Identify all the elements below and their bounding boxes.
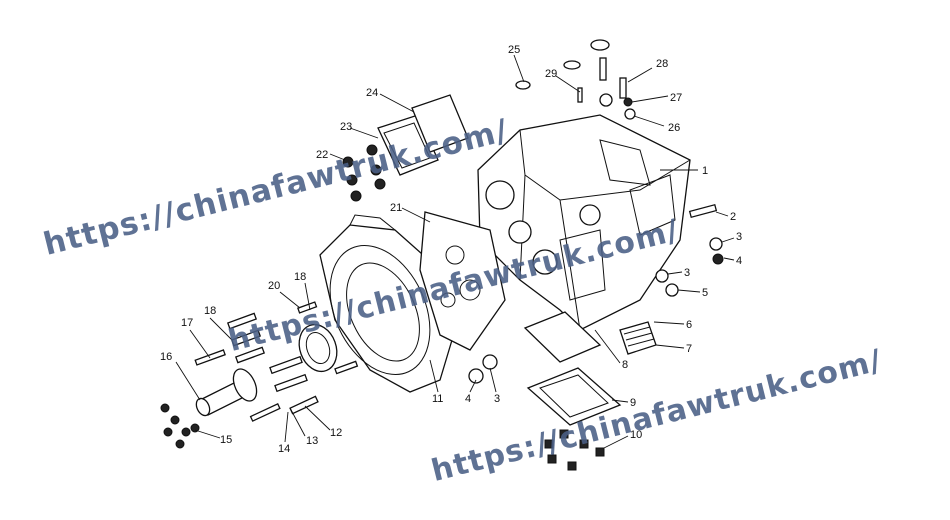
callout-labels: 1 2 3 4 3 5 6 7 8 9 10 11 4 3 12 13 14 1…	[160, 44, 742, 455]
callout-25: 25	[508, 44, 520, 56]
callout-5: 5	[702, 287, 708, 299]
callout-20: 20	[268, 280, 280, 292]
callout-11: 11	[432, 393, 443, 405]
mounting-bolts	[160, 301, 359, 449]
name-plate	[619, 321, 657, 355]
callout-10: 10	[630, 429, 642, 441]
callout-27: 27	[670, 92, 682, 104]
nut-set	[342, 144, 386, 202]
callout-17: 17	[181, 317, 193, 329]
housing-gasket	[419, 211, 506, 351]
callout-2: 2	[730, 211, 736, 223]
callout-15: 15	[220, 434, 232, 446]
callout-16: 16	[160, 351, 172, 363]
callout-28: 28	[656, 58, 668, 70]
callout-13: 13	[306, 435, 318, 447]
callout-3a: 3	[736, 231, 742, 243]
callout-1: 1	[702, 165, 708, 177]
callout-4b: 4	[465, 393, 471, 405]
callout-9: 9	[630, 397, 636, 409]
leader-lines	[175, 54, 735, 449]
callout-23: 23	[340, 121, 352, 133]
callout-6: 6	[686, 319, 692, 331]
bottom-cover	[523, 311, 622, 426]
callout-18b: 18	[294, 271, 306, 283]
callout-3c: 3	[494, 393, 500, 405]
side-plugs	[468, 203, 724, 384]
top-covers	[377, 94, 469, 176]
callout-29: 29	[545, 68, 557, 80]
seal-ring	[298, 323, 338, 373]
callout-7: 7	[686, 343, 692, 355]
callout-21: 21	[390, 202, 402, 214]
callout-22: 22	[316, 149, 328, 161]
callout-4a: 4	[736, 255, 742, 267]
callout-24: 24	[366, 87, 378, 99]
top-fittings	[515, 39, 636, 120]
callout-3b: 3	[684, 267, 690, 279]
callout-26: 26	[668, 122, 680, 134]
input-shaft	[195, 368, 258, 417]
callout-8: 8	[622, 359, 628, 371]
callout-12: 12	[330, 427, 342, 439]
callout-18a: 18	[204, 305, 216, 317]
transmission-housing	[477, 114, 691, 331]
callout-14: 14	[278, 443, 290, 455]
bottom-bolts	[544, 429, 605, 471]
